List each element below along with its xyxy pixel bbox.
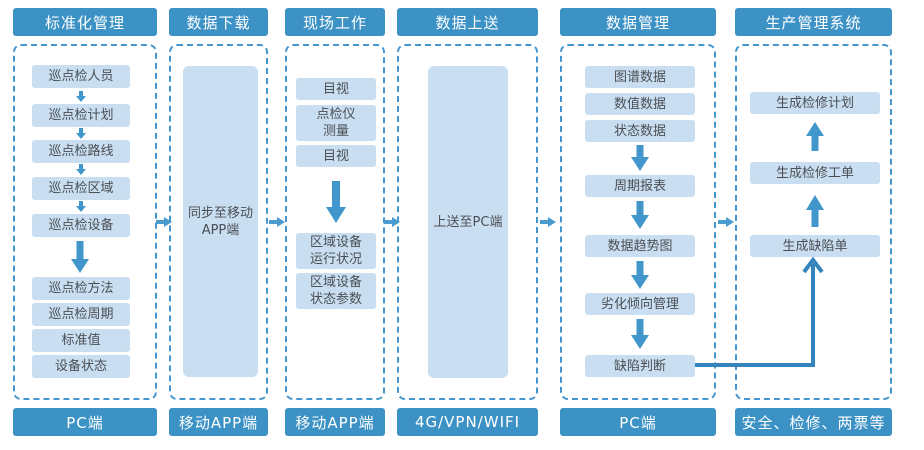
column-footer: 4G/VPN/WIFI (397, 408, 538, 436)
column-production-system: 生产管理系统 生成检修计划 生成检修工单 生成缺陷单 安全、检修、两票等 (735, 0, 892, 450)
flow-item: 缺陷判断 (585, 355, 695, 377)
column-body: 图谱数据 数值数据 状态数据 周期报表 数据趋势图 劣化倾向管理 缺陷判断 (560, 44, 716, 400)
column-footer: PC端 (13, 408, 157, 436)
column-body: 巡点检人员 巡点检计划 巡点检路线 巡点检区域 巡点检设备 巡点检方法 巡点检周… (13, 44, 157, 400)
arrow-right-icon (269, 217, 285, 227)
arrow-down-icon (71, 241, 89, 273)
flow-item: 生成缺陷单 (750, 235, 880, 257)
arrow-down-icon (326, 181, 346, 223)
arrow-up-icon (806, 195, 824, 227)
column-header: 生产管理系统 (735, 8, 892, 36)
arrow-down-icon (631, 145, 649, 171)
column-footer: 移动APP端 (169, 408, 268, 436)
column-body: 同步至移动 APP端 (169, 44, 268, 400)
column-body: 生成检修计划 生成检修工单 生成缺陷单 (735, 44, 892, 400)
arrow-right-icon (384, 217, 400, 227)
flow-item: 设备状态 (32, 355, 130, 378)
flow-item: 生成检修计划 (750, 92, 880, 114)
arrow-up-icon (806, 122, 824, 151)
column-header: 数据上送 (397, 8, 538, 36)
flow-item: 区域设备 状态参数 (296, 273, 376, 309)
flow-item: 点检仪 测量 (296, 105, 376, 141)
arrow-right-icon (156, 217, 172, 227)
flow-item: 标准值 (32, 329, 130, 352)
flow-item: 数据趋势图 (585, 235, 695, 257)
column-body: 上送至PC端 (397, 44, 538, 400)
flow-item: 数值数据 (585, 93, 695, 115)
flow-item: 区域设备 运行状况 (296, 233, 376, 269)
flow-item: 巡点检方法 (32, 277, 130, 300)
arrow-down-icon (631, 261, 649, 289)
column-standard-management: 标准化管理 巡点检人员 巡点检计划 巡点检路线 巡点检区域 巡点检设备 巡点检方… (13, 0, 157, 450)
arrow-down-icon (631, 201, 649, 229)
upload-box: 上送至PC端 (428, 66, 508, 378)
column-footer: 安全、检修、两票等 (735, 408, 892, 436)
flow-item: 巡点检区域 (32, 177, 130, 200)
flow-item: 巡点检周期 (32, 303, 130, 326)
flow-item: 巡点检计划 (32, 104, 130, 127)
arrow-down-icon (631, 319, 649, 349)
column-footer: PC端 (560, 408, 716, 436)
arrow-right-icon (718, 217, 734, 227)
arrow-down-icon (76, 201, 86, 212)
flow-item: 目视 (296, 145, 376, 167)
column-data-download: 数据下载 同步至移动 APP端 移动APP端 (169, 0, 268, 450)
column-header: 标准化管理 (13, 8, 157, 36)
column-field-work: 现场工作 目视 点检仪 测量 目视 区域设备 运行状况 区域设备 状态参数 移动… (285, 0, 385, 450)
flow-item: 周期报表 (585, 175, 695, 197)
column-header: 现场工作 (285, 8, 385, 36)
column-data-upload: 数据上送 上送至PC端 4G/VPN/WIFI (397, 0, 538, 450)
arrow-down-icon (76, 91, 86, 102)
flow-item: 状态数据 (585, 120, 695, 142)
flow-item: 生成检修工单 (750, 162, 880, 184)
flow-item: 巡点检人员 (32, 65, 130, 88)
flow-item: 图谱数据 (585, 66, 695, 88)
sync-box: 同步至移动 APP端 (183, 66, 258, 377)
flow-item: 巡点检路线 (32, 140, 130, 163)
column-header: 数据管理 (560, 8, 716, 36)
column-header: 数据下载 (169, 8, 268, 36)
arrow-down-icon (76, 128, 86, 139)
arrow-right-icon (540, 217, 556, 227)
column-body: 目视 点检仪 测量 目视 区域设备 运行状况 区域设备 状态参数 (285, 44, 385, 400)
elbow-arrow-icon (695, 256, 824, 367)
arrow-down-icon (76, 164, 86, 175)
flow-item: 目视 (296, 78, 376, 100)
flow-item: 巡点检设备 (32, 214, 130, 237)
column-footer: 移动APP端 (285, 408, 385, 436)
column-data-management: 数据管理 图谱数据 数值数据 状态数据 周期报表 数据趋势图 劣化倾向管理 缺陷… (560, 0, 716, 450)
flow-item: 劣化倾向管理 (585, 293, 695, 315)
